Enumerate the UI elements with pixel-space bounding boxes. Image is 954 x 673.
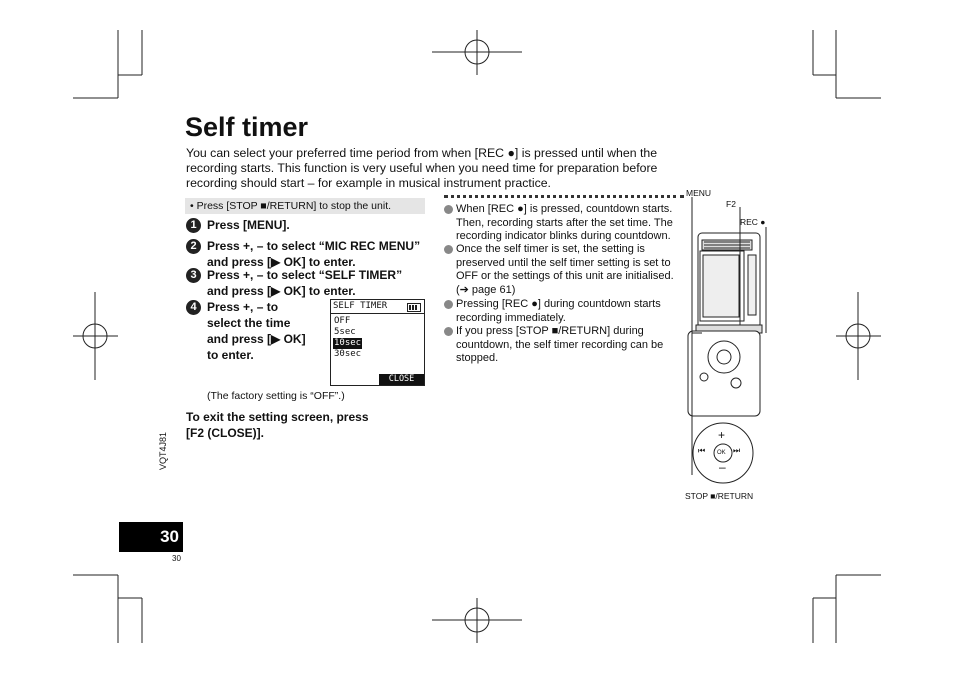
step-number: 2 — [186, 239, 201, 254]
step-number: 4 — [186, 300, 201, 315]
note-item: Pressing [REC ●] during countdown starts… — [444, 298, 684, 325]
rec-label: REC ● — [740, 217, 766, 227]
step-text: Press +, – to select “SELF TIMER” — [207, 268, 403, 282]
factory-note: (The factory setting is “OFF”.) — [207, 390, 345, 402]
skip-forward-icon: ⏭ — [733, 446, 741, 455]
step-number: 3 — [186, 268, 201, 283]
battery-icon — [407, 303, 421, 312]
step-text: to enter. — [207, 348, 254, 362]
stop-return-label: STOP ■/RETURN — [685, 491, 754, 501]
note-item: When [REC ●] is pressed, countdown start… — [444, 203, 684, 244]
recorder-illustration — [687, 197, 767, 484]
ok-label: OK — [717, 450, 726, 456]
step-text: Press [MENU]. — [207, 218, 290, 232]
step-text: and press [▶ OK] — [207, 332, 306, 346]
screen-header: SELF TIMER — [333, 301, 388, 311]
minus-label: – — [719, 460, 726, 474]
step-number: 1 — [186, 218, 201, 233]
note-item: If you press [STOP ■/RETURN] during coun… — [444, 325, 684, 366]
bullet-icon — [444, 327, 453, 336]
exit-instructions: To exit the setting screen, press [F2 (C… — [186, 409, 369, 441]
step-text: select the time — [207, 316, 291, 330]
self-timer-screen: SELF TIMER OFF 5sec 10sec 30sec CLOSE — [330, 299, 425, 386]
bullet-icon — [444, 300, 453, 309]
step-text: Press +, – to — [207, 300, 279, 314]
step-text: Press +, – to select “MIC REC MENU” — [207, 239, 421, 253]
exit-line: To exit the setting screen, press — [186, 410, 369, 424]
note-item: Once the self timer is set, the setting … — [444, 243, 684, 297]
step-2: 2 Press +, – to select “MIC REC MENU” an… — [186, 238, 436, 270]
doc-code: VQT4J81 — [158, 431, 168, 470]
bullet-icon — [444, 245, 453, 254]
skip-back-icon: ⏮ — [698, 446, 706, 455]
page-number-small: 30 — [172, 554, 181, 563]
bullet-icon — [444, 205, 453, 214]
step-3: 3 Press +, – to select “SELF TIMER” and … — [186, 267, 436, 299]
dotted-divider — [444, 195, 684, 198]
stop-note: • Press [STOP ■/RETURN] to stop the unit… — [185, 198, 425, 214]
plus-label: + — [718, 428, 726, 442]
step-text: and press [▶ OK] to enter. — [207, 284, 356, 298]
exit-line: [F2 (CLOSE)]. — [186, 426, 264, 440]
screen-option: 30sec — [334, 349, 362, 359]
page-number: 30 — [119, 522, 183, 552]
menu-label: MENU — [686, 188, 712, 198]
screen-option: OFF — [334, 316, 351, 326]
screen-option: 5sec — [334, 327, 356, 337]
screen-close-label: CLOSE — [379, 374, 424, 385]
screen-option-selected: 10sec — [333, 338, 363, 349]
page-title: Self timer — [185, 112, 309, 142]
f2-label: F2 — [726, 199, 736, 209]
step-text: and press [▶ OK] to enter. — [207, 255, 356, 269]
step-1: 1 Press [MENU]. — [186, 217, 290, 233]
step-4: 4 Press +, – to select the time and pres… — [186, 299, 326, 363]
intro-paragraph: You can select your preferred time perio… — [186, 146, 658, 190]
